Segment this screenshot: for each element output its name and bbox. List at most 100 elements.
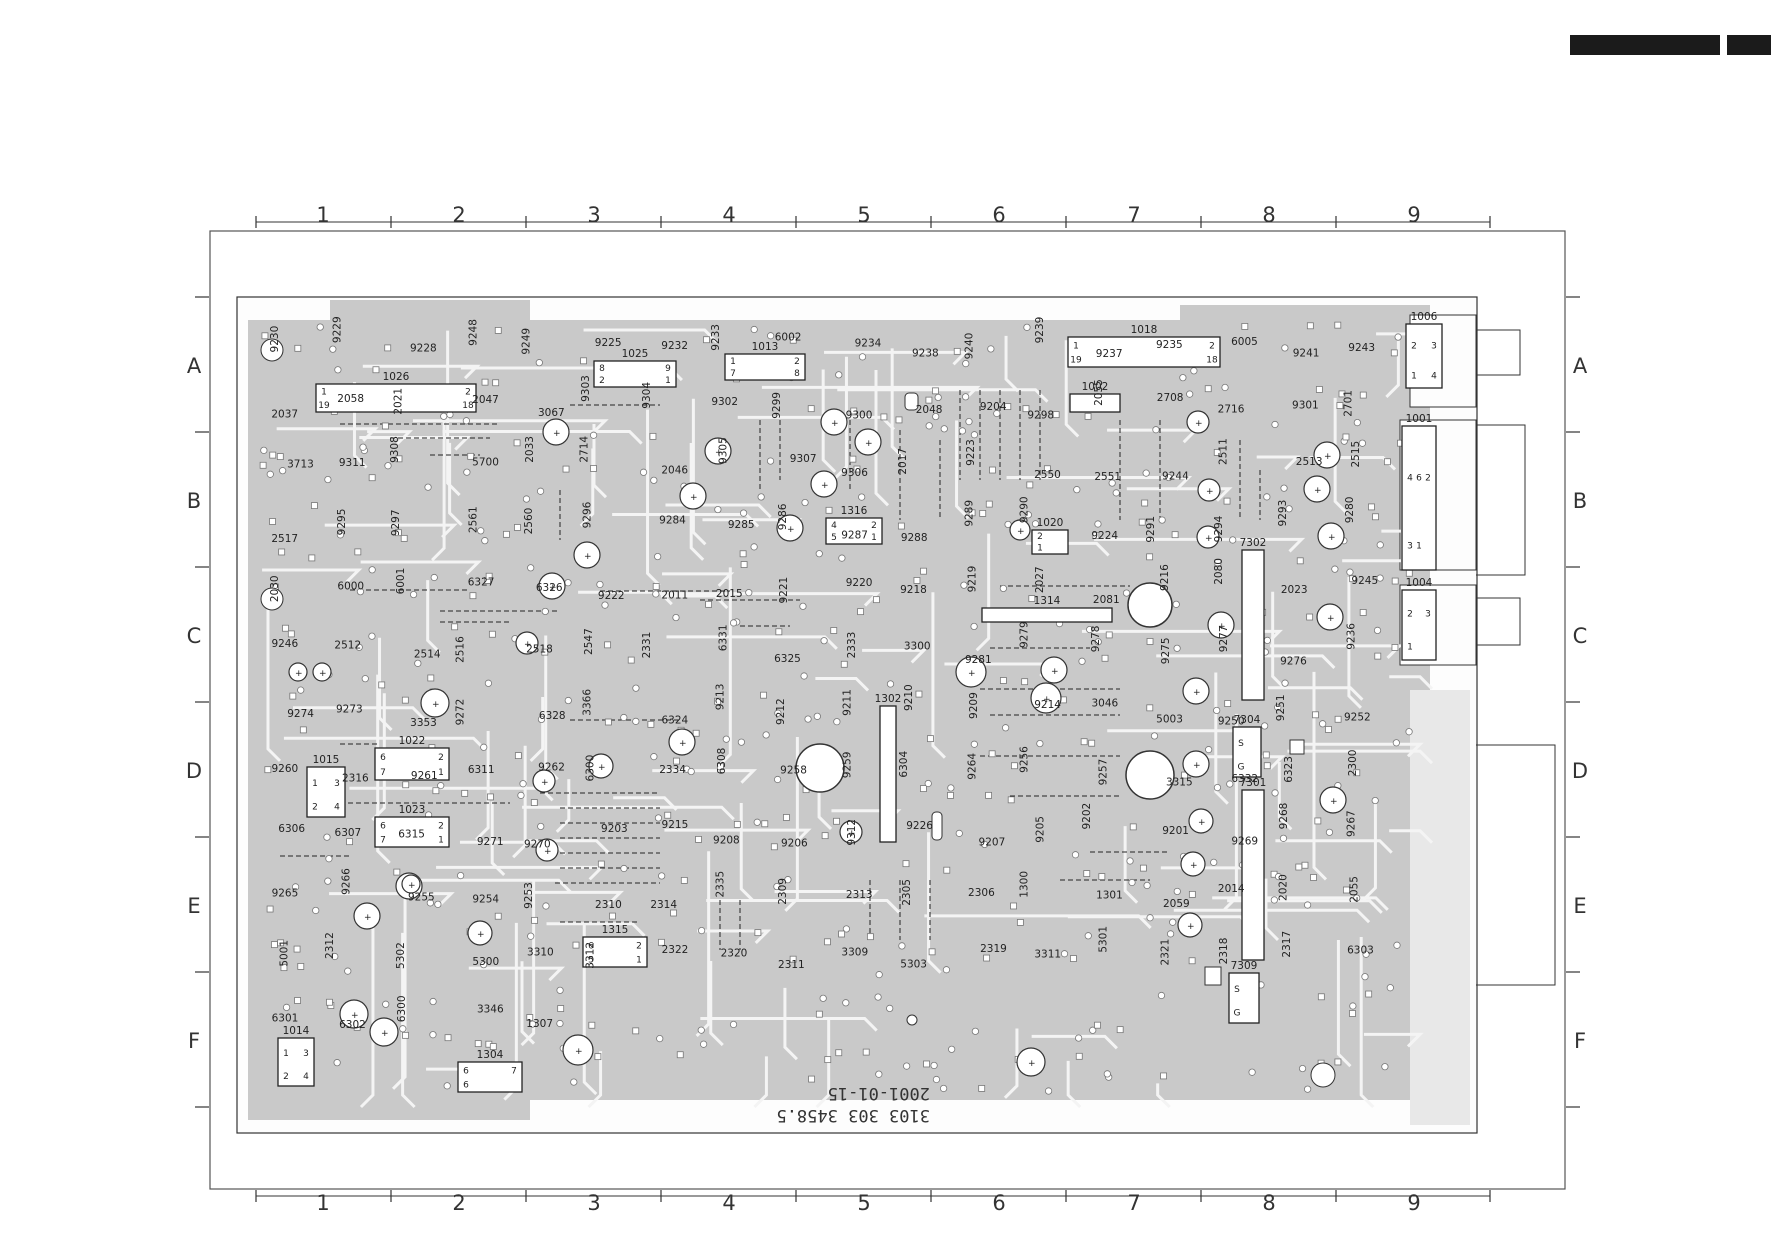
pad (1128, 878, 1136, 887)
electrolytic-capacitor (1313, 441, 1341, 469)
pad (519, 780, 527, 788)
pad (1349, 1002, 1357, 1010)
pad (940, 1084, 948, 1093)
component-reference: 9300 (846, 410, 873, 422)
component-reference: 9291 (1145, 516, 1157, 543)
pad (620, 713, 628, 722)
pad (1213, 783, 1222, 792)
pad (862, 1048, 870, 1056)
grid-row-label: B (187, 489, 201, 513)
connector-pin-label: 5 (831, 533, 837, 543)
connector-pin-label: 7 (511, 1066, 517, 1076)
pad (987, 345, 995, 353)
connector-pin-label: 8 (794, 369, 800, 379)
component-reference: 9204 (980, 401, 1007, 413)
pad (650, 753, 658, 761)
pcb-date-mirrored: 2001-01-15 (828, 1083, 930, 1103)
pad (432, 787, 440, 795)
track (426, 580, 441, 654)
component-reference: 9254 (472, 894, 499, 906)
component-reference: 2059 (1163, 898, 1190, 910)
track (739, 803, 755, 902)
component-reference: 9224 (1091, 530, 1118, 542)
grid-column-label: 3 (587, 1191, 600, 1215)
component-reference: 9215 (662, 819, 689, 831)
track (359, 436, 471, 451)
connector-7302 (1241, 549, 1265, 701)
pad (1271, 420, 1279, 429)
track (448, 442, 463, 527)
pad (494, 327, 502, 334)
pad (1336, 402, 1344, 409)
electrolytic-capacitor (288, 662, 308, 682)
pad (1368, 503, 1375, 511)
connector-pin-label: 6 (380, 821, 386, 831)
electrolytic-capacitor (1182, 677, 1210, 705)
pad (1146, 914, 1154, 922)
track (1004, 335, 1020, 393)
component-reference: 2561 (468, 506, 480, 533)
connector-pin-label: 3 (334, 779, 340, 789)
pad (1213, 448, 1221, 456)
pad (1160, 1072, 1167, 1080)
component-reference: 9234 (855, 337, 882, 349)
pad (590, 431, 598, 439)
pad (393, 868, 401, 876)
component-reference: 9296 (581, 501, 593, 528)
electrolytic-capacitor (588, 753, 614, 779)
track (833, 356, 848, 480)
pad (1084, 932, 1092, 940)
track (1385, 340, 1400, 399)
pad (1353, 894, 1361, 902)
pad (714, 697, 721, 705)
pad (965, 418, 973, 426)
track (293, 706, 426, 721)
pad (604, 718, 612, 726)
pad (414, 659, 422, 667)
connector-pin-label: 2 (599, 376, 605, 386)
pad (260, 446, 268, 454)
pad (1221, 383, 1229, 392)
electrolytic-capacitor (1180, 851, 1206, 877)
component-reference: 3300 (904, 640, 931, 652)
pad (564, 579, 572, 587)
pad (632, 684, 640, 692)
pad (382, 1000, 390, 1008)
grid-row-label: C (187, 624, 202, 648)
capacitor-polarity-mark: + (1198, 818, 1206, 828)
header-bar-large (1570, 35, 1720, 55)
component-reference: 9220 (846, 577, 873, 589)
capacitor-polarity-mark: + (787, 525, 795, 535)
track (324, 523, 458, 539)
connector-1020 (1031, 529, 1069, 555)
connector-pin-label: 2 (283, 1072, 289, 1082)
pad (489, 1043, 497, 1051)
track (1389, 829, 1434, 844)
pad (424, 483, 432, 491)
electrolytic-capacitor (538, 572, 566, 600)
component-reference: 9206 (781, 838, 808, 850)
component-reference: 9284 (659, 515, 686, 527)
component-reference: 2055 (1093, 379, 1105, 406)
capacitor-polarity-mark: + (524, 640, 532, 650)
pad (1141, 499, 1149, 507)
track (1064, 340, 1080, 438)
pad (920, 567, 927, 575)
pad (297, 963, 305, 970)
pad (886, 680, 895, 688)
pad (334, 366, 342, 374)
connector-1002 (1069, 393, 1121, 413)
pad (451, 623, 459, 631)
pad (968, 509, 976, 517)
pad (522, 495, 531, 503)
pad (463, 468, 471, 476)
grid-column-label: 7 (1127, 1191, 1140, 1215)
pad (783, 814, 790, 821)
component-reference: 3713 (287, 458, 314, 470)
pad (1044, 1087, 1053, 1095)
pad (1116, 1026, 1124, 1034)
pad (750, 543, 758, 551)
component-reference: 6303 (1347, 945, 1374, 957)
pad (745, 589, 753, 597)
component-reference: 9236 (1345, 623, 1357, 650)
